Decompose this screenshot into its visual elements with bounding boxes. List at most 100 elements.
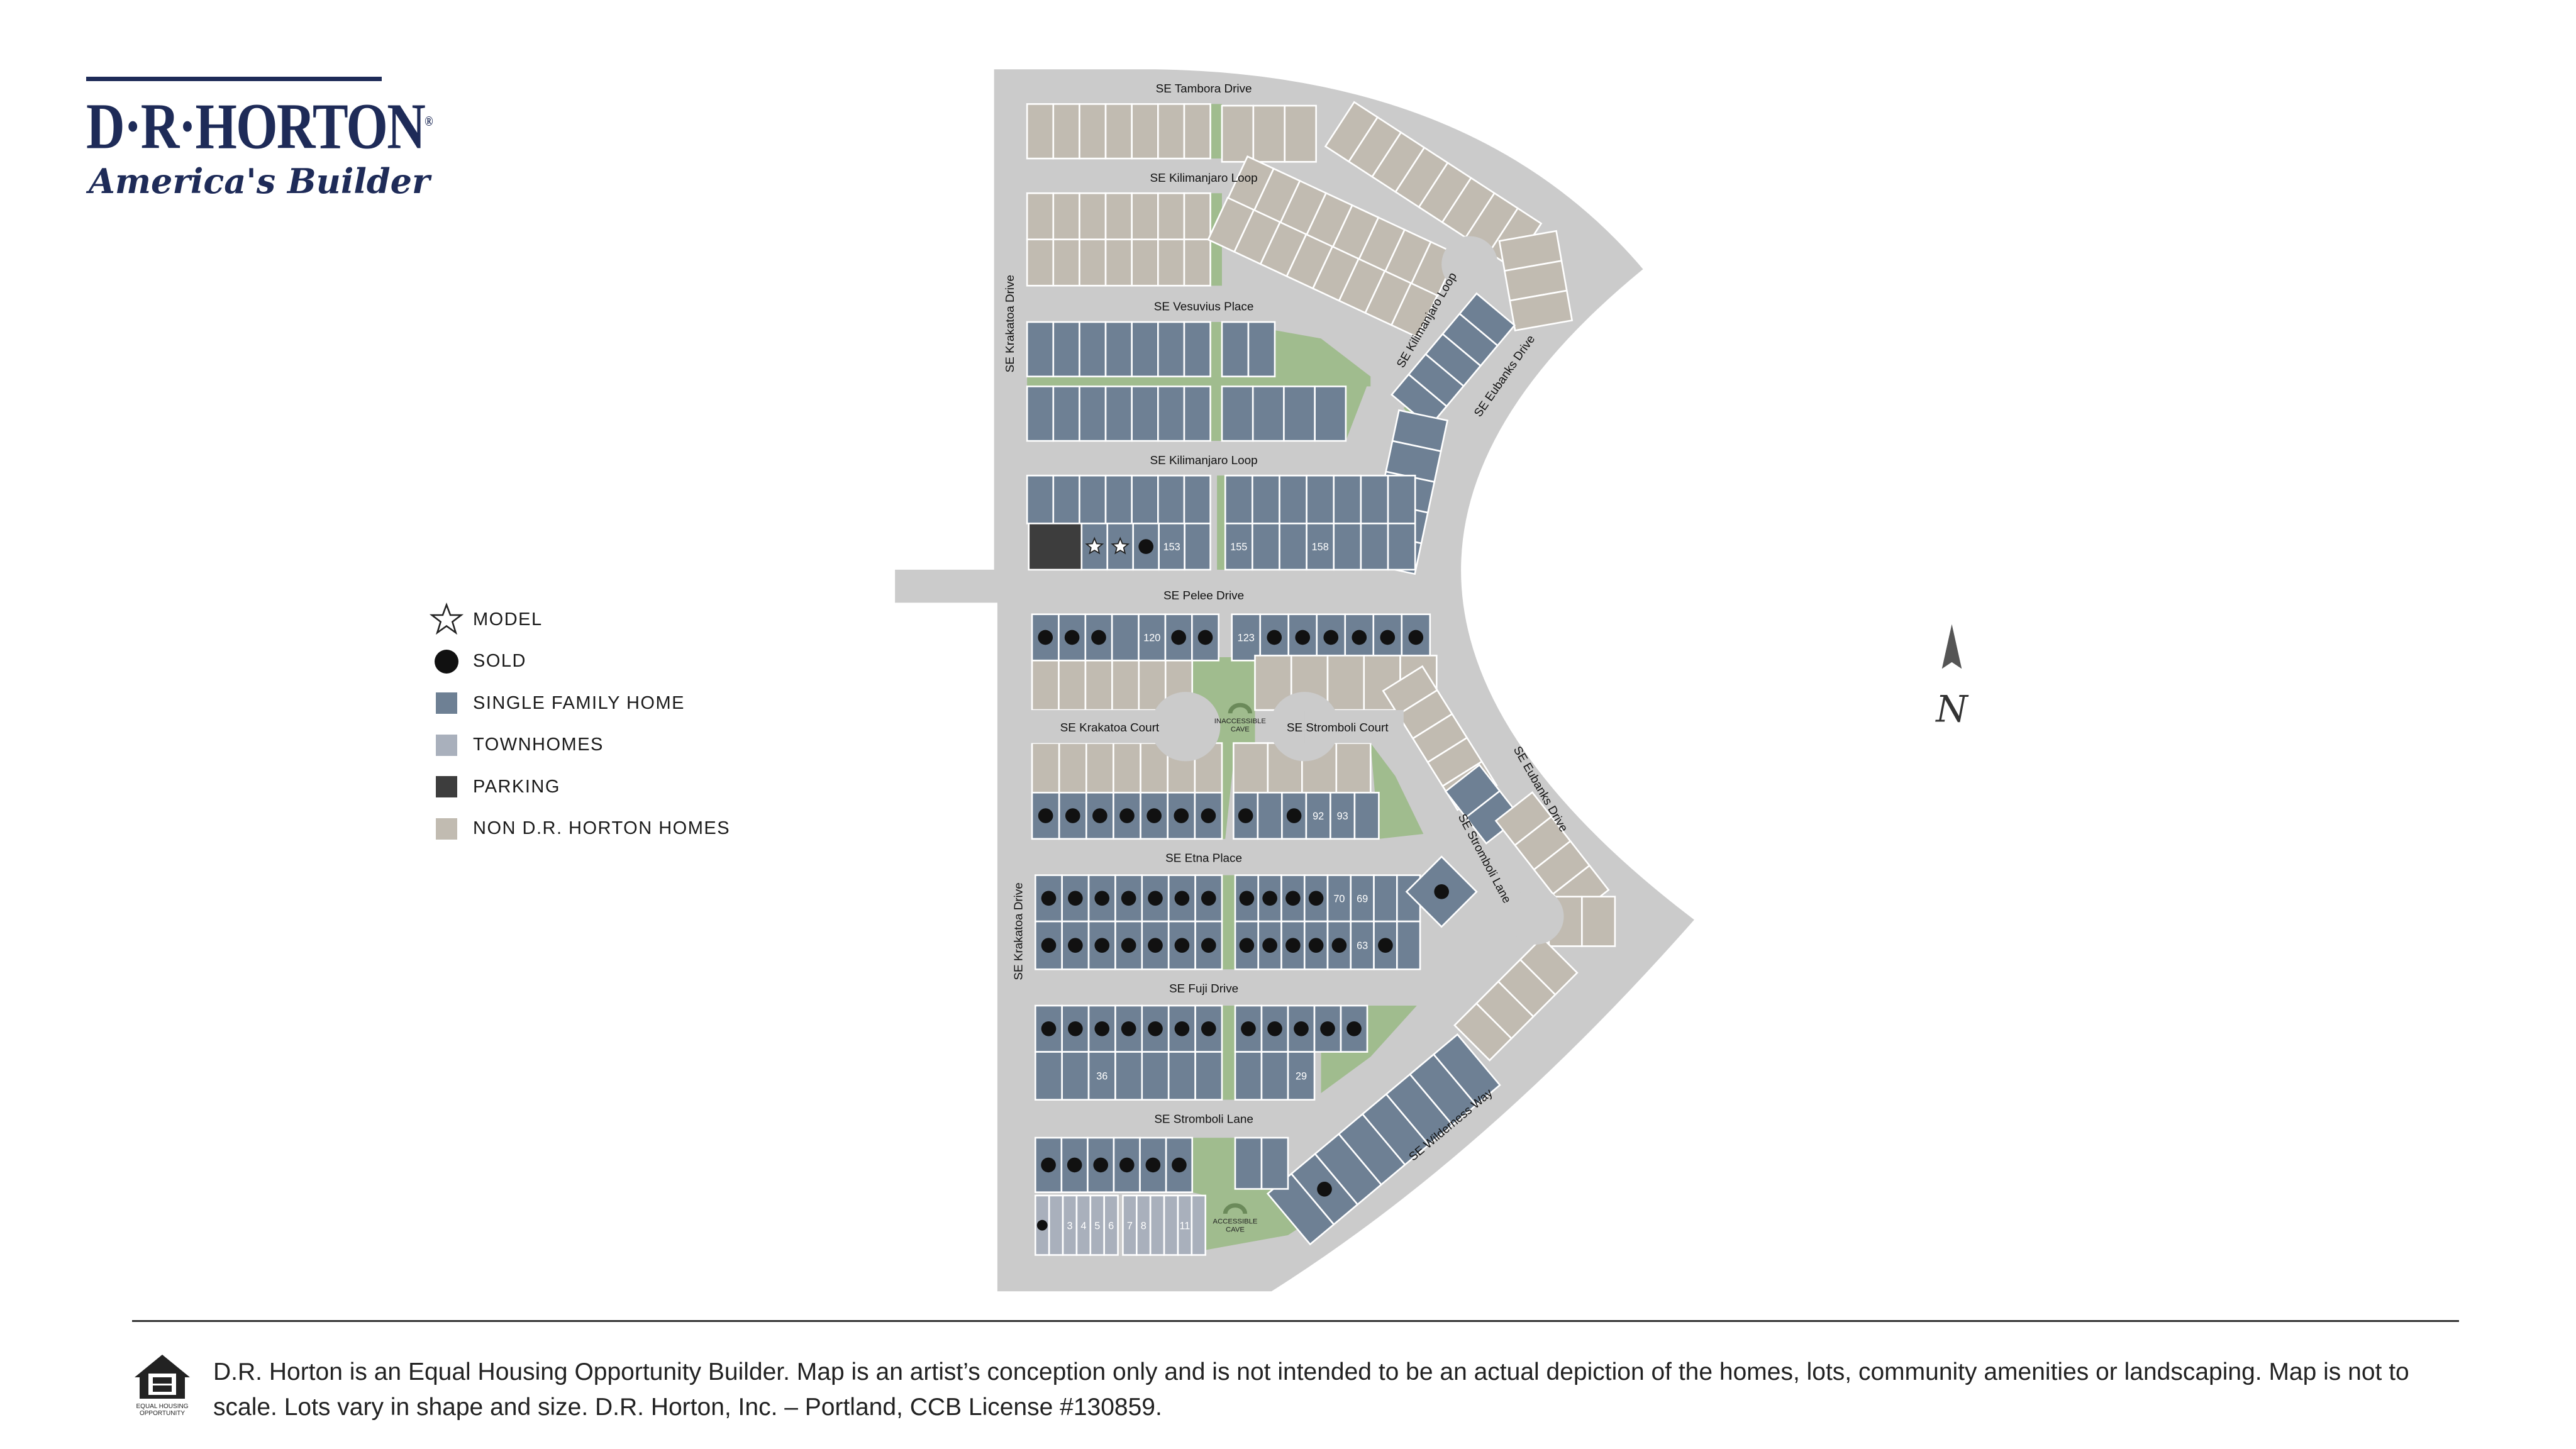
- sold-marker: [1174, 808, 1189, 823]
- lot-block: 153: [1080, 523, 1211, 571]
- lot-number: 93: [1337, 811, 1348, 822]
- sold-marker: [1267, 1021, 1282, 1036]
- square-swatch-icon: [429, 769, 464, 804]
- lot-block: [1221, 104, 1317, 163]
- sfh-lot: [1234, 1051, 1263, 1101]
- logo-wordmark: D·R·HORTON®: [86, 89, 433, 160]
- non_drh-lot: [1390, 282, 1438, 339]
- court-road: [1027, 710, 1192, 743]
- non_drh-lot: [1052, 103, 1080, 160]
- sfh-lot: [1158, 523, 1185, 571]
- star-outline-icon: [429, 602, 464, 637]
- cave-label: ACCESSIBLE: [1213, 1218, 1258, 1226]
- non_drh-lot: [1183, 192, 1211, 241]
- lot-number: 92: [1313, 811, 1324, 822]
- sfh-lot: [1061, 1051, 1090, 1101]
- eho-label: EQUAL HOUSING: [136, 1403, 189, 1410]
- sold-marker: [1041, 891, 1057, 906]
- sfh-lot: [1306, 474, 1335, 525]
- non_drh-lot: [1084, 659, 1113, 711]
- non_drh-lot: [1131, 192, 1159, 241]
- eho-label: OPPORTUNITY: [139, 1410, 186, 1417]
- model-star-icon: [1111, 536, 1130, 555]
- sold-marker: [1267, 630, 1282, 645]
- lot-block: [1494, 791, 1610, 920]
- non_drh-lot: [1131, 238, 1159, 287]
- sfh-lot: [1257, 791, 1283, 840]
- sfh-lot: [1194, 1051, 1223, 1101]
- sold-marker: [1331, 938, 1347, 953]
- green-space: [1217, 475, 1226, 570]
- cul-de-sacs: [1027, 236, 1564, 945]
- sold-marker: [1352, 630, 1367, 645]
- lot-number: 8: [1141, 1220, 1146, 1231]
- lot-block: [1034, 1136, 1194, 1194]
- sfh-lot: [1221, 386, 1254, 442]
- sold-marker: [1068, 891, 1083, 906]
- sold-marker: [1262, 891, 1277, 906]
- non_drh-lot: [1104, 103, 1133, 160]
- sfh-lot: [1353, 791, 1380, 840]
- sold-marker: [1239, 938, 1255, 953]
- green-space: [1321, 1006, 1417, 1094]
- sfh-lot: [1167, 1051, 1196, 1101]
- sfh-lot: [1141, 1051, 1170, 1101]
- sold-marker: [1262, 938, 1277, 953]
- green-space: [1370, 743, 1424, 839]
- sold-marker: [1041, 1021, 1057, 1036]
- non_drh-lot: [1113, 742, 1141, 794]
- road-label: SE Pelee Drive: [1163, 589, 1244, 602]
- sold-marker: [1038, 808, 1053, 823]
- green-space: [1192, 1138, 1321, 1250]
- non_drh-lot: [1326, 655, 1365, 711]
- sfh-lot: [1231, 613, 1262, 662]
- cul-de-sac: [1441, 236, 1498, 292]
- sold-marker: [1174, 1021, 1190, 1036]
- non_drh-lot: [1157, 103, 1185, 160]
- sfh-lot: [1373, 874, 1398, 923]
- lot-number: 120: [1143, 633, 1160, 644]
- sold-marker: [1201, 891, 1216, 906]
- sold-marker: [1148, 1021, 1163, 1036]
- sold-marker: [1320, 1021, 1335, 1036]
- north-label: N: [1935, 687, 1969, 730]
- sold-marker: [1038, 630, 1053, 645]
- legend-label: PARKING: [473, 776, 560, 797]
- square-swatch-icon: [429, 811, 464, 847]
- lot-number: 4: [1080, 1220, 1086, 1231]
- sfh-lot: [1111, 613, 1140, 662]
- road-label: SE Kilimanjaro Loop: [1150, 172, 1258, 185]
- non_drh-lot: [1509, 289, 1574, 331]
- lot-block: [1266, 1033, 1501, 1246]
- non_drh-lot: [1581, 896, 1616, 947]
- lot-number: 69: [1357, 893, 1368, 904]
- lot-block: [1324, 101, 1543, 269]
- non_drh-lot: [1519, 936, 1579, 996]
- green-space: [1210, 104, 1222, 159]
- road-label: SE Vesuvius Place: [1154, 301, 1254, 314]
- non_drh-lot: [1131, 103, 1159, 160]
- non_drh-lot: [1052, 192, 1080, 241]
- dr-horton-logo: D·R·HORTON® America's Builder: [86, 77, 433, 200]
- sold-marker: [1378, 938, 1393, 953]
- road-label: SE Tambora Drive: [1156, 82, 1252, 96]
- non_drh-lot: [1026, 192, 1055, 241]
- sfh-lot: [1052, 386, 1080, 442]
- road-label: SE Kilimanjaro Loop: [1150, 454, 1258, 467]
- sold-marker: [1148, 938, 1163, 953]
- sold-marker: [1064, 630, 1080, 645]
- lot-block: [1444, 763, 1521, 845]
- cave-label: CAVE: [1226, 1226, 1245, 1234]
- legend-label: SINGLE FAMILY HOME: [473, 692, 685, 713]
- lot-number: 158: [1312, 541, 1329, 553]
- non_drh-lot: [1157, 238, 1185, 287]
- legend-label: MODEL: [473, 609, 543, 630]
- sold-marker: [1068, 938, 1083, 953]
- sfh-lot: [1079, 474, 1107, 525]
- sold-marker: [1408, 630, 1424, 645]
- lot-block: [1221, 321, 1276, 377]
- sold-marker: [1094, 1021, 1110, 1036]
